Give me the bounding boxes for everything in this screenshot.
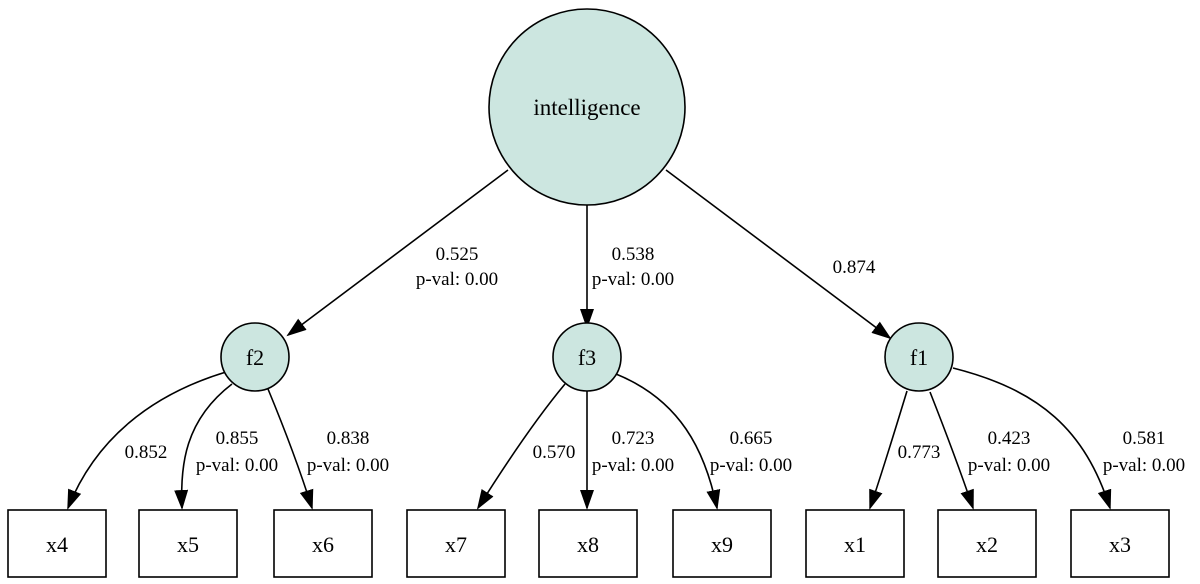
node-x3-shape	[1070, 509, 1170, 578]
edge-label-f2-x5-pval: p-val: 0.00	[196, 455, 278, 476]
node-x3-label: x3	[1109, 532, 1131, 557]
node-x2-shape	[937, 509, 1037, 578]
edge-label-f1-x3-estimate: 0.581	[1123, 428, 1166, 449]
node-x1-label: x1	[844, 532, 866, 557]
node-x6: x6	[273, 509, 373, 578]
node-x5-shape	[138, 509, 238, 578]
node-x7: x7	[406, 509, 506, 578]
node-x9-shape	[672, 509, 772, 578]
edge-label-f2-x5-estimate: 0.855	[216, 428, 259, 449]
edge-intelligence-f2	[286, 169, 509, 337]
node-f2-shape	[220, 322, 290, 392]
node-x9: x9	[672, 509, 772, 578]
node-x6-shape	[273, 509, 373, 578]
edge-f3-x9	[615, 373, 721, 510]
edge-f1-x3	[952, 367, 1112, 510]
node-intelligence-shape	[488, 8, 686, 206]
node-x1-shape	[805, 509, 905, 578]
node-x7-shape	[406, 509, 506, 578]
node-f2: f2	[220, 322, 290, 392]
observed-nodes: x4 x5 x6 x7 x8 x9 x1 x2	[7, 509, 1170, 578]
node-x4: x4	[7, 509, 107, 578]
node-f3-shape	[552, 322, 622, 392]
edge-label-f2-x4-estimate: 0.852	[125, 442, 168, 463]
node-x6-label: x6	[312, 532, 334, 557]
edge-label-f1-x3-pval: p-val: 0.00	[1103, 455, 1185, 476]
edge-f2-x6	[267, 388, 314, 510]
node-f1-shape	[884, 322, 954, 392]
node-x9-label: x9	[711, 532, 733, 557]
edges	[67, 169, 1112, 510]
edge-labels: 0.525 p-val: 0.00 0.538 p-val: 0.00 0.87…	[125, 244, 1186, 476]
latent-nodes: intelligence f2 f3 f1	[220, 8, 954, 392]
edge-label-f1-x2-pval: p-val: 0.00	[968, 455, 1050, 476]
edge-label-intelligence-f1-estimate: 0.874	[833, 257, 876, 278]
edge-f3-x7	[476, 383, 566, 510]
node-x5-label: x5	[177, 532, 199, 557]
edge-f2-x5	[174, 383, 233, 510]
node-x5: x5	[138, 509, 238, 578]
edge-label-f3-x9-estimate: 0.665	[730, 428, 773, 449]
edge-label-f3-x9-pval: p-val: 0.00	[710, 455, 792, 476]
node-intelligence-label: intelligence	[533, 95, 640, 120]
node-x2: x2	[937, 509, 1037, 578]
edge-f2-x4	[67, 371, 227, 510]
node-f1-label: f1	[910, 345, 928, 370]
edge-label-f3-x8-estimate: 0.723	[612, 428, 655, 449]
edge-f1-x1	[869, 390, 908, 510]
edge-label-f3-x7-estimate: 0.570	[533, 442, 576, 463]
node-x8: x8	[538, 509, 638, 578]
node-x2-label: x2	[976, 532, 998, 557]
edge-label-intelligence-f3-pval: p-val: 0.00	[592, 269, 674, 290]
edge-label-f1-x1-estimate: 0.773	[898, 442, 941, 463]
edge-intelligence-f1	[665, 169, 892, 340]
node-f3: f3	[552, 322, 622, 392]
node-intelligence: intelligence	[488, 8, 686, 206]
node-x7-label: x7	[445, 532, 467, 557]
edge-label-intelligence-f2-pval: p-val: 0.00	[416, 269, 498, 290]
node-x8-shape	[538, 509, 638, 578]
edge-label-f2-x6-estimate: 0.838	[327, 428, 370, 449]
edge-label-intelligence-f3-estimate: 0.538	[612, 244, 655, 265]
edge-label-f2-x6-pval: p-val: 0.00	[307, 455, 389, 476]
node-x1: x1	[805, 509, 905, 578]
node-f1: f1	[884, 322, 954, 392]
edge-label-f3-x8-pval: p-val: 0.00	[592, 455, 674, 476]
node-x4-shape	[7, 509, 107, 578]
node-x4-label: x4	[46, 532, 68, 557]
node-x8-label: x8	[577, 532, 599, 557]
node-x3: x3	[1070, 509, 1170, 578]
node-f2-label: f2	[246, 345, 264, 370]
edge-label-f1-x2-estimate: 0.423	[988, 428, 1031, 449]
node-f3-label: f3	[578, 345, 596, 370]
edge-f1-x2	[929, 391, 974, 510]
edge-label-intelligence-f2-estimate: 0.525	[436, 244, 479, 265]
